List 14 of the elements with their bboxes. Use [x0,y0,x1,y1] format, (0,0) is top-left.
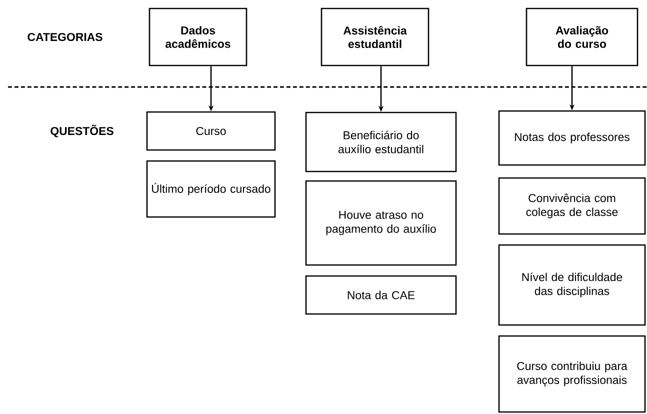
question-box: Curso contribuiu para avanços profissionais [498,335,646,413]
question-box: Convivência com colegas de classe [498,177,646,235]
question-box: Notas dos professores [498,110,646,166]
question-box: Houve atraso no pagamento do auxílio [305,180,457,266]
question-box: Beneficiário do auxílio estudantil [305,112,457,172]
question-box: Nível de dificuldade das disciplinas [498,244,646,326]
category-box: Dados acadêmicos [148,8,248,66]
question-box: Curso [146,111,276,151]
category-box: Avaliação do curso [526,8,638,66]
row-heading: CATEGORIAS [28,32,102,42]
question-box: Último período cursado [146,160,276,218]
category-box: Assistência estudantil [320,8,430,66]
row-heading: QUESTÕES [50,124,114,138]
question-box: Nota da CAE [305,275,457,315]
